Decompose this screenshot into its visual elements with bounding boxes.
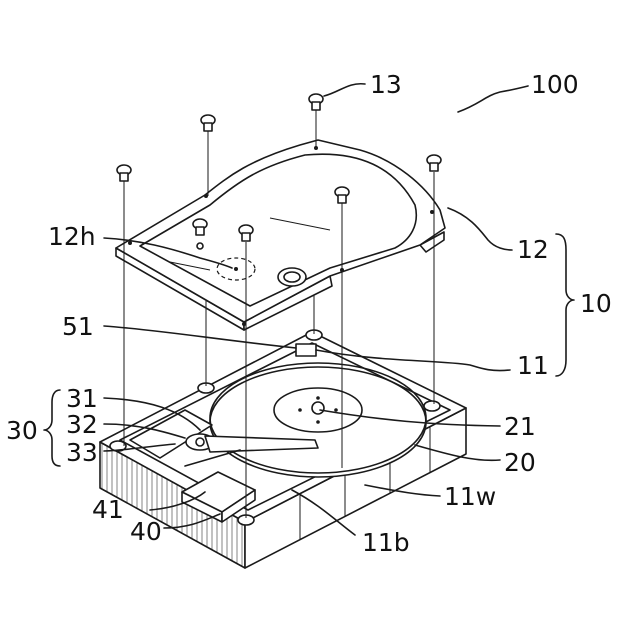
label-100: 100: [531, 72, 579, 97]
label-21: 21: [504, 414, 536, 439]
spindle-hub-21: [274, 388, 362, 432]
label-11w: 11w: [444, 484, 496, 509]
label-12: 12: [517, 237, 549, 262]
label-41: 41: [92, 497, 124, 522]
label-51: 51: [62, 314, 94, 339]
cover-12: [116, 140, 445, 330]
label-10: 10: [580, 291, 612, 316]
screw: [201, 115, 215, 131]
filter-51: [296, 344, 316, 356]
label-30: 30: [6, 418, 38, 443]
label-11b: 11b: [362, 530, 410, 555]
label-31: 31: [66, 386, 98, 411]
screw: [427, 155, 441, 171]
screw: [117, 165, 131, 181]
label-40: 40: [130, 519, 162, 544]
label-13: 13: [370, 72, 402, 97]
label-32: 32: [66, 412, 98, 437]
label-33: 33: [66, 440, 98, 465]
screw: [309, 94, 323, 110]
label-12h: 12h: [48, 224, 96, 249]
label-20: 20: [504, 450, 536, 475]
label-11: 11: [517, 353, 549, 378]
